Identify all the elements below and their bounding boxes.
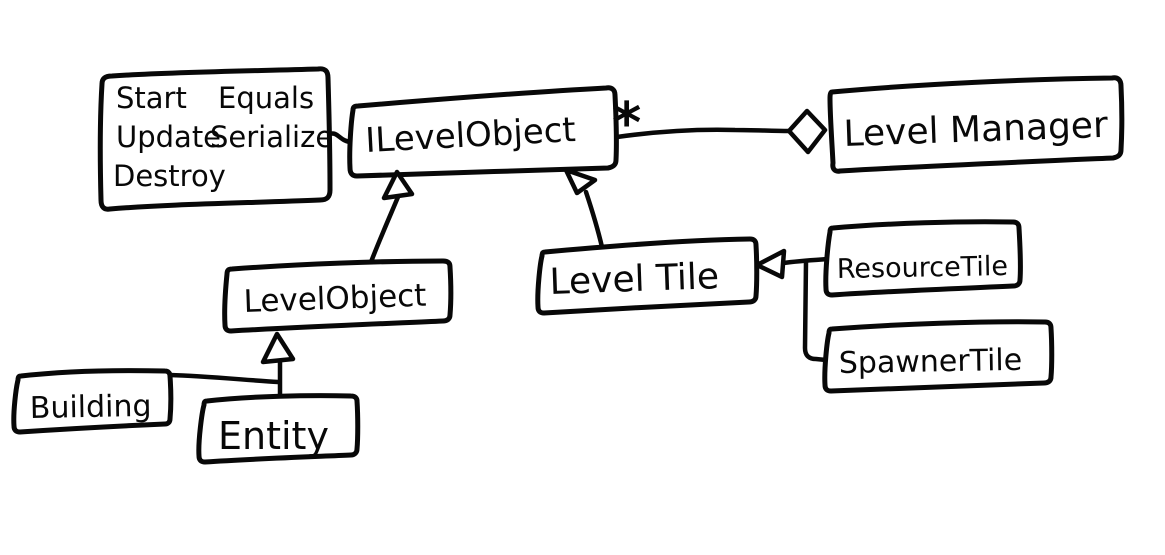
node-layer	[11, 66, 1125, 465]
note-method-serialize: Serialize	[210, 120, 333, 154]
building-inherit-line	[167, 372, 281, 385]
marker-layer	[260, 108, 828, 365]
label-layer: Start Update Destroy Equals Serialize IL…	[30, 81, 1109, 458]
note-node-box	[97, 66, 333, 212]
aggregation-multiplicity: *	[612, 91, 641, 156]
levelobject-inherit-triangle-icon	[381, 169, 415, 201]
levelobject-inherit-line	[368, 194, 401, 265]
levelobject-bottom-triangle-icon	[260, 331, 296, 365]
note-method-equals: Equals	[218, 81, 314, 115]
note-method-start: Start	[116, 81, 187, 115]
levelmanager-label: Level Manager	[843, 105, 1109, 155]
entity-label: Entity	[218, 414, 329, 458]
entity-node-box	[196, 393, 361, 465]
note-method-destroy: Destroy	[113, 159, 226, 193]
levelmanager-node-box	[827, 75, 1125, 174]
levelobject-label: LevelObject	[243, 278, 427, 320]
leveltile-node-box	[535, 236, 760, 316]
building-label: Building	[30, 389, 152, 426]
resourcetile-label: ResourceTile	[837, 251, 1009, 285]
resourcetile-node-box	[823, 219, 1023, 298]
leveltile-inherit-triangle-icon	[563, 167, 598, 196]
spawnertile-inherit-line	[802, 258, 829, 363]
leveltile-label: Level Tile	[549, 256, 720, 303]
spawnertile-label: SpawnerTile	[839, 343, 1023, 381]
leveltile-right-triangle-icon	[754, 248, 787, 280]
note-method-update: Update	[116, 120, 221, 154]
leveltile-inherit-line	[583, 189, 605, 250]
aggregation-line	[614, 127, 792, 140]
aggregation-diamond-icon	[786, 108, 828, 155]
connector-layer	[167, 127, 831, 401]
levelobject-node-box	[222, 258, 454, 334]
building-node-box	[11, 368, 174, 435]
ilevelobject-node-box	[347, 85, 619, 179]
spawnertile-node-box	[822, 319, 1055, 394]
